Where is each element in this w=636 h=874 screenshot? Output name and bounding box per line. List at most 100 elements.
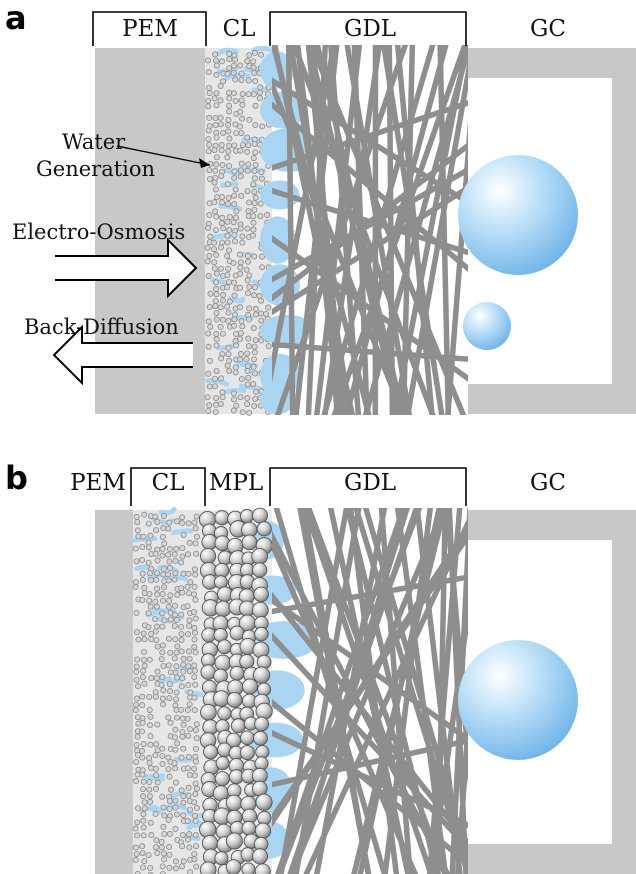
catalyst-particle xyxy=(224,253,231,260)
catalyst-particle xyxy=(211,265,218,272)
catalyst-particle xyxy=(152,844,159,851)
catalyst-particle xyxy=(166,805,173,812)
catalyst-particle xyxy=(230,260,237,267)
catalyst-particle xyxy=(147,733,154,740)
catalyst-particle xyxy=(139,850,146,857)
catalyst-particle xyxy=(161,856,168,863)
mpl-particle xyxy=(229,625,245,641)
label-pem-b: PEM xyxy=(70,470,126,496)
catalyst-particle xyxy=(166,773,173,780)
catalyst-particle xyxy=(231,322,238,329)
catalyst-particle xyxy=(192,758,199,765)
cl-water-vein xyxy=(223,387,247,395)
catalyst-particle xyxy=(246,199,253,206)
catalyst-particle xyxy=(184,765,191,772)
catalyst-particle xyxy=(219,394,226,401)
catalyst-particle xyxy=(250,64,257,71)
catalyst-particle xyxy=(166,864,173,871)
catalyst-particle xyxy=(191,629,198,636)
catalyst-particle xyxy=(244,350,251,357)
catalyst-particle xyxy=(213,291,220,298)
mpl-particle xyxy=(214,771,230,787)
catalyst-particle xyxy=(134,527,141,534)
catalyst-particle xyxy=(232,364,239,371)
catalyst-particle xyxy=(213,134,220,141)
catalyst-particle xyxy=(252,149,259,156)
mpl-particle xyxy=(199,547,217,565)
catalyst-particle xyxy=(213,161,220,168)
catalyst-particle xyxy=(153,623,160,630)
catalyst-particle xyxy=(220,78,227,85)
catalyst-particle xyxy=(219,330,226,337)
catalyst-particle xyxy=(219,389,226,396)
catalyst-particle xyxy=(251,349,258,356)
catalyst-particle xyxy=(212,186,219,193)
catalyst-particle xyxy=(185,792,192,799)
catalyst-particle xyxy=(193,805,200,812)
catalyst-particle xyxy=(132,707,139,714)
catalyst-particle xyxy=(154,570,161,577)
catalyst-particle xyxy=(231,201,238,208)
catalyst-particle xyxy=(206,167,213,174)
catalyst-particle xyxy=(251,343,258,350)
catalyst-particle xyxy=(141,590,148,597)
catalyst-particle xyxy=(172,746,179,753)
catalyst-particle xyxy=(148,765,155,772)
catalyst-particle xyxy=(237,167,244,174)
catalyst-particle xyxy=(160,823,167,830)
catalyst-particle xyxy=(205,69,212,76)
catalyst-particle xyxy=(211,147,218,154)
catalyst-particle xyxy=(244,148,251,155)
catalyst-particle xyxy=(192,791,199,798)
catalyst-particle xyxy=(178,623,185,630)
catalyst-particle xyxy=(140,533,147,540)
gdl-fiber xyxy=(274,45,409,415)
gdl-fiber xyxy=(272,699,468,868)
mpl-particle xyxy=(225,859,242,874)
catalyst-particle xyxy=(132,844,139,851)
catalyst-particle xyxy=(152,765,159,772)
label-cl-a: CL xyxy=(222,16,256,42)
catalyst-particle xyxy=(207,290,214,297)
mpl-particle xyxy=(254,626,269,642)
catalyst-particle xyxy=(250,381,257,388)
catalyst-particle xyxy=(160,565,167,572)
catalyst-particle xyxy=(141,511,148,518)
catalyst-particle xyxy=(246,52,253,59)
catalyst-particle xyxy=(225,116,232,123)
pem-layer-b xyxy=(95,510,133,874)
catalyst-particle xyxy=(178,648,185,655)
catalyst-particle xyxy=(147,798,154,805)
catalyst-particle xyxy=(139,557,146,564)
catalyst-particle xyxy=(180,668,187,675)
gdl-fiber xyxy=(300,508,372,874)
catalyst-particle xyxy=(211,199,218,206)
mpl-particle xyxy=(215,756,230,771)
mpl-particle xyxy=(241,534,258,551)
water-pocket xyxy=(260,51,295,89)
catalyst-particle xyxy=(191,519,198,526)
catalyst-particle xyxy=(206,303,213,310)
catalyst-particle xyxy=(148,675,155,682)
mpl-particle xyxy=(254,863,271,874)
catalyst-particle xyxy=(148,636,155,643)
catalyst-particle xyxy=(165,766,172,773)
catalyst-particle xyxy=(250,325,257,332)
catalyst-particle xyxy=(251,402,258,409)
catalyst-particle xyxy=(205,407,212,414)
catalyst-particle xyxy=(238,160,245,167)
catalyst-particle xyxy=(184,817,191,824)
catalyst-particle xyxy=(146,706,153,713)
catalyst-particle xyxy=(165,551,172,558)
catalyst-particle xyxy=(192,525,199,532)
gdl-fibers-b xyxy=(272,508,468,874)
catalyst-particle xyxy=(191,583,198,590)
catalyst-particle xyxy=(134,752,141,759)
catalyst-particle xyxy=(192,649,199,656)
catalyst-particle xyxy=(191,667,198,674)
catalyst-particle xyxy=(226,89,233,96)
catalyst-particle xyxy=(217,121,224,128)
catalyst-particle xyxy=(252,121,259,128)
cl-water-vein xyxy=(158,506,177,516)
catalyst-particle xyxy=(211,179,218,186)
